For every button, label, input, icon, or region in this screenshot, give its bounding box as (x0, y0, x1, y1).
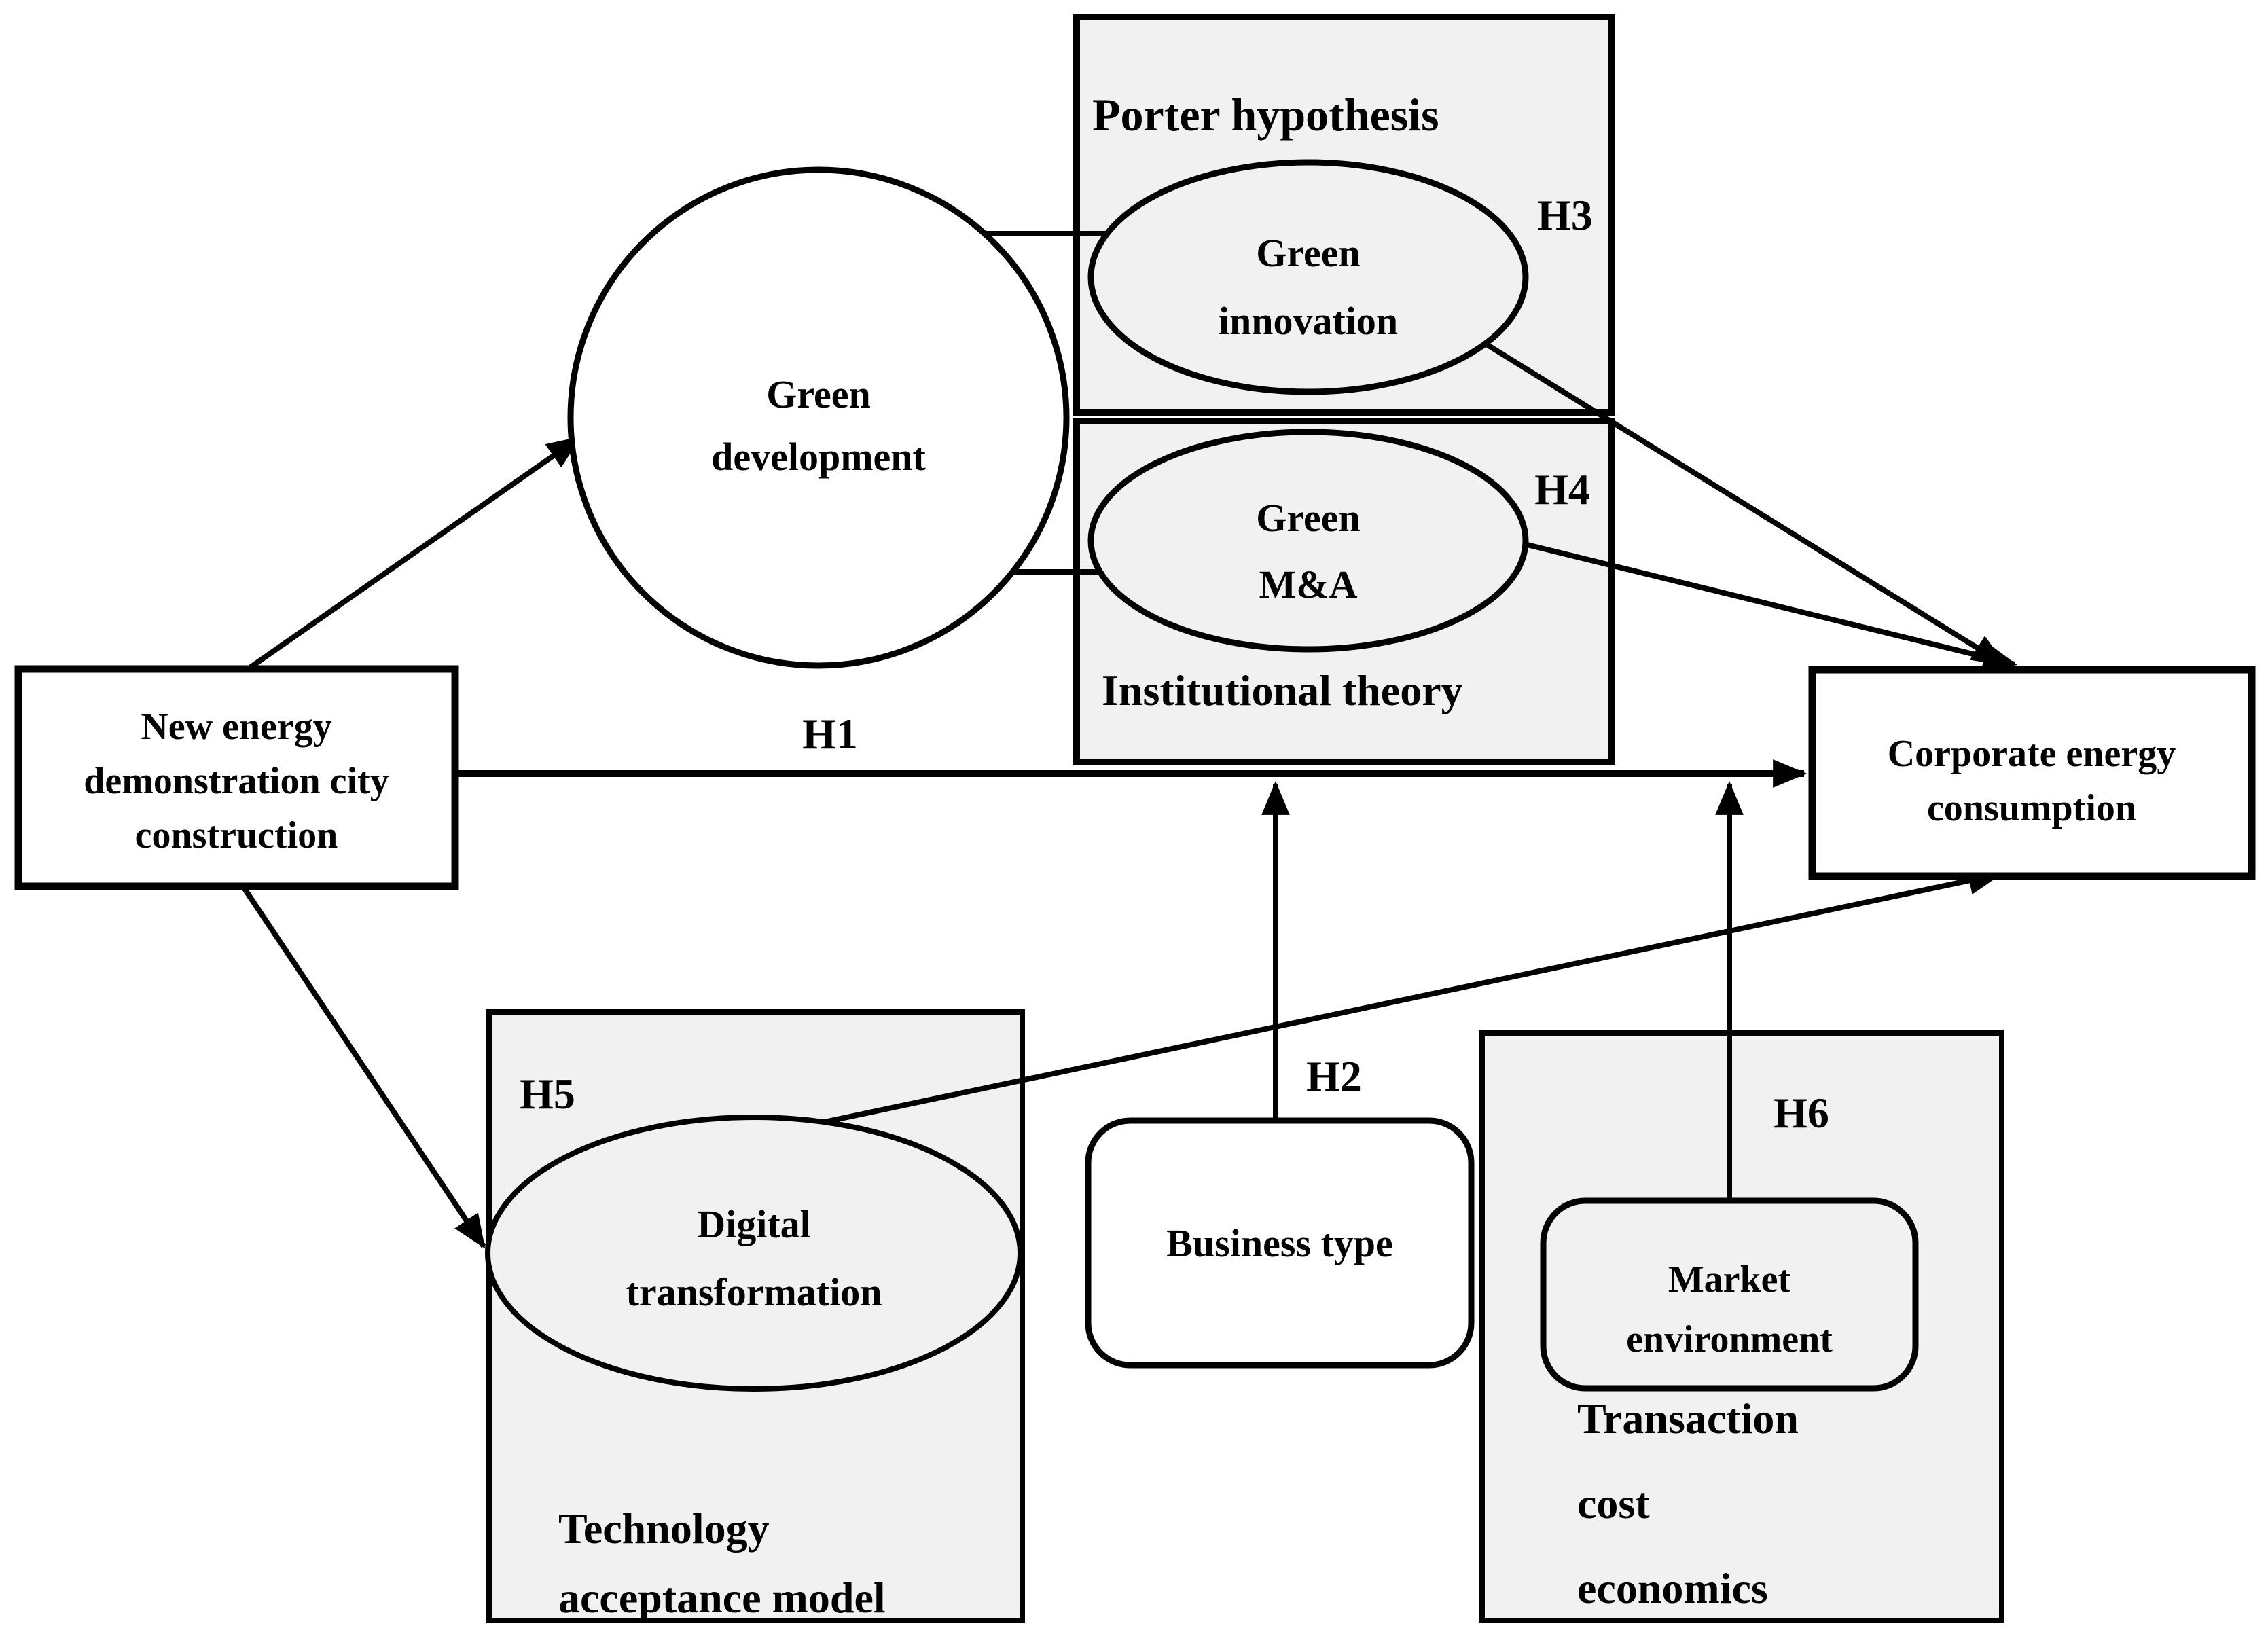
porter-panel-title: Porter hypothesis (1092, 89, 1439, 141)
tce-panel-title-line1: Transaction (1577, 1394, 1799, 1443)
green-ma-label-line2: M&A (1259, 562, 1358, 606)
green-innovation-label-line2: innovation (1219, 299, 1398, 343)
green-development-label-line2: development (711, 435, 926, 479)
digital-transformation-label-line2: transformation (626, 1270, 882, 1314)
new-energy-label-line1: New energy (141, 706, 331, 748)
tce-panel-title-line3: economics (1577, 1564, 1768, 1612)
green-development-circle (567, 166, 1070, 669)
new-energy-label-line2: demonstration city (84, 760, 389, 802)
corporate-energy-label-line2: consumption (1927, 787, 2136, 829)
tce-panel-title-line2: cost (1577, 1479, 1650, 1527)
new-energy-label-line3: construction (135, 814, 338, 856)
hypothesis-label-h3: H3 (1537, 191, 1593, 239)
node-green-innovation: Green innovation (1087, 159, 1529, 395)
arrows-layer (240, 231, 2018, 1249)
green-innovation-label-line1: Green (1256, 231, 1361, 275)
hypothesis-label-h6: H6 (1774, 1089, 1829, 1137)
market-environment-label-line2: environment (1626, 1318, 1833, 1360)
tam-panel-title-line1: Technology (558, 1504, 770, 1553)
arrow-nedc-to-digital-transformation (240, 884, 486, 1249)
node-green-ma: Green M&A (1087, 429, 1529, 653)
node-digital-transformation: Digital transformation (485, 1115, 1023, 1392)
node-business-type: Business type (1085, 1117, 1475, 1369)
hypothesis-labels: H1 H2 H3 H4 H5 H6 (520, 191, 1829, 1137)
arrow-h3-green-innovation-to-corporate (1486, 342, 2006, 667)
tam-panel-title-line2: acceptance model (558, 1574, 886, 1622)
business-type-label: Business type (1166, 1221, 1393, 1265)
digital-transformation-label-line1: Digital (697, 1202, 811, 1246)
market-environment-label-line1: Market (1668, 1258, 1791, 1301)
corporate-energy-label-line1: Corporate energy (1888, 733, 2176, 775)
green-ma-ellipse (1087, 429, 1529, 653)
digital-transformation-ellipse (485, 1115, 1023, 1392)
corporate-energy-box (1808, 666, 2256, 880)
arrow-nedc-to-green-development (246, 435, 581, 672)
green-development-label-line1: Green (766, 372, 871, 416)
arrow-h4-green-ma-to-corporate (1521, 541, 2018, 671)
hypothesis-label-h2: H2 (1306, 1052, 1362, 1100)
market-environment-box (1540, 1197, 1919, 1392)
hypothesis-label-h4: H4 (1534, 465, 1590, 513)
business-type-box (1085, 1117, 1475, 1369)
green-innovation-ellipse (1087, 159, 1529, 395)
node-market-environment: Market environment (1540, 1197, 1919, 1392)
hypothesis-label-h1: H1 (802, 710, 858, 758)
node-green-development: Green development (567, 166, 1070, 669)
green-ma-label-line1: Green (1256, 496, 1361, 540)
node-new-energy-city: New energy demonstration city constructi… (14, 665, 459, 890)
arrow-h5-digital-transformation-to-corporate (721, 867, 2003, 1146)
node-corporate-energy: Corporate energy consumption (1808, 666, 2256, 880)
hypothesis-label-h5: H5 (520, 1070, 575, 1118)
new-energy-box (14, 665, 459, 890)
institutional-panel-title: Institutional theory (1102, 666, 1463, 714)
